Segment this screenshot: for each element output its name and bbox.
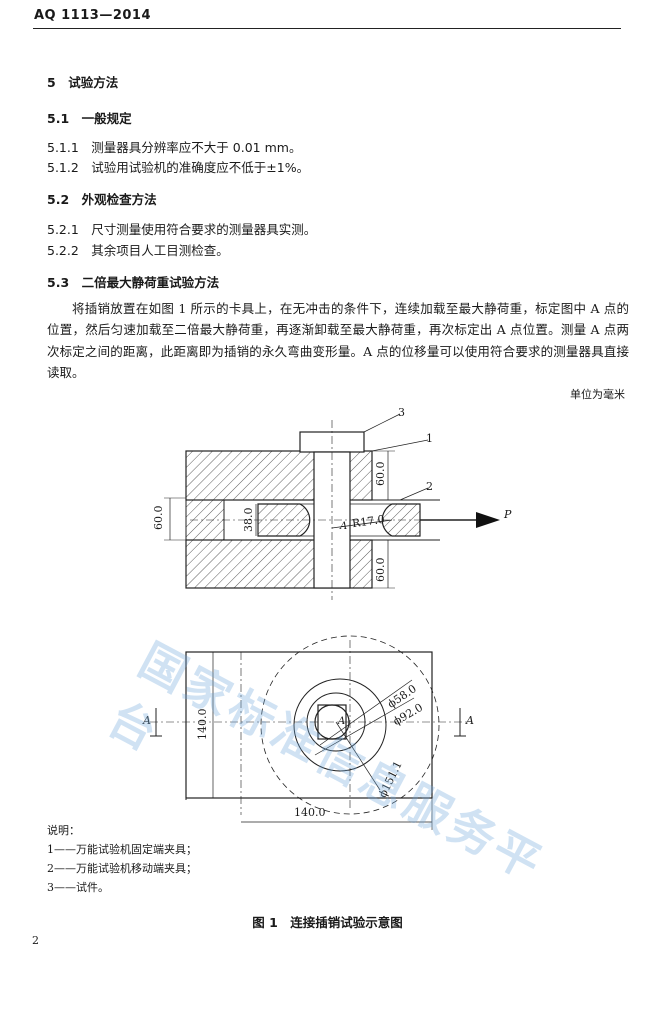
dim-140-width: 140.0 [294, 806, 326, 819]
point-a-bottom: A [338, 716, 346, 727]
moving-fixture-right [381, 503, 421, 537]
section-5-1-heading: 5.1 一般规定 [47, 111, 132, 126]
legend-item-2: 2——万能试验机移动端夹具； [47, 862, 197, 875]
force-label: P [504, 508, 512, 521]
moving-fixture-left [257, 503, 311, 537]
callout-3: 3 [398, 406, 405, 419]
page-number: 2 [32, 934, 39, 947]
unit-note: 单位为毫米 [570, 388, 625, 401]
fixed-fixture-bottom [185, 539, 373, 589]
fixture-left-inner-top [185, 499, 225, 541]
dim-60-left: 60.0 [152, 505, 165, 531]
section-5-3-heading: 5.3 二倍最大静荷重试验方法 [47, 275, 220, 290]
clause-5-1-1: 5.1.1 测量器具分辨率应不大于 0.01 mm。 [47, 140, 302, 155]
callout-2: 2 [426, 480, 433, 493]
header-rule [33, 28, 621, 29]
section-a-left: A [143, 714, 151, 727]
section-5-3-paragraph: 将插销放置在如图 1 所示的卡具上，在无冲击的条件下，连续加载至最大静荷重，标定… [47, 301, 629, 380]
legend-title: 说明： [47, 824, 80, 837]
point-a-top: A [340, 521, 348, 532]
clause-5-2-1: 5.2.1 尺寸测量使用符合要求的测量器具实测。 [47, 222, 317, 237]
radius-label: R17.0 [351, 512, 386, 531]
standard-code: AQ 1113—2014 [34, 8, 152, 23]
dim-60-bottom: 60.0 [374, 557, 387, 583]
clause-5-2-2: 5.2.2 其余项目人工目测检查。 [47, 243, 229, 258]
clause-5-1-2: 5.1.2 试验用试验机的准确度应不低于±1%。 [47, 160, 310, 175]
dim-60-top: 60.0 [374, 461, 387, 487]
specimen-head [299, 431, 365, 453]
dim-38: 38.0 [242, 507, 255, 533]
specimen-shank [313, 451, 351, 589]
section-5-2-heading: 5.2 外观检查方法 [47, 192, 157, 207]
section-5-heading: 5 试验方法 [47, 75, 119, 90]
section-a-right: A [466, 714, 474, 727]
legend-item-1: 1——万能试验机固定端夹具； [47, 843, 197, 856]
legend-item-3: 3——试件。 [47, 881, 109, 894]
callout-1: 1 [426, 432, 433, 445]
figure-caption: 图 1 连接插销试验示意图 [252, 915, 403, 930]
fixed-fixture-top [185, 450, 373, 501]
